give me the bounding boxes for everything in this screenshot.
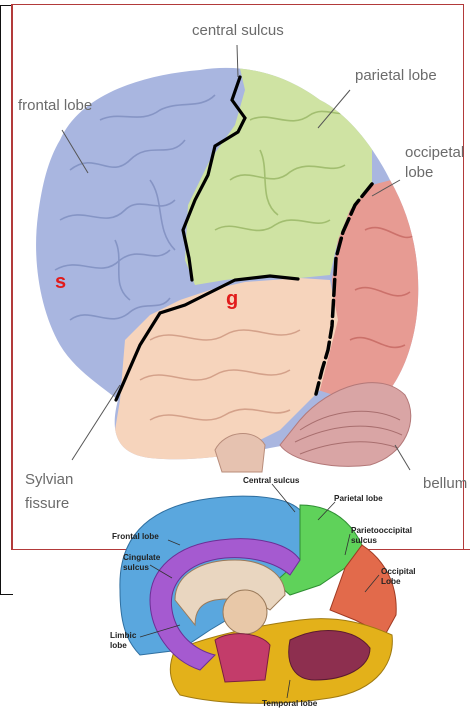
label-limbic-line2: lobe	[110, 641, 127, 650]
marker-g: g	[226, 288, 238, 311]
label-occipetal-line2: lobe	[405, 164, 433, 181]
label-occipital-line2: Lobe	[381, 577, 401, 586]
label-frontal-lobe: frontal lobe	[18, 97, 92, 114]
thalamus-region	[223, 590, 267, 634]
label-parieto-line2: sulcus	[351, 536, 377, 545]
label-cerebellum: bellum	[423, 475, 467, 492]
marker-s: s	[55, 271, 66, 294]
label-medial-frontal-lobe: Frontal lobe	[112, 532, 159, 541]
label-parietal-lobe: parietal lobe	[355, 67, 437, 84]
medial-brain-illustration	[120, 484, 396, 703]
label-occipetal-line1: occipetal	[405, 144, 464, 161]
label-sylvian-line2: fissure	[25, 495, 69, 512]
label-occipital-line1: Occipital	[381, 567, 416, 576]
label-medial-parietal-lobe: Parietal lobe	[334, 494, 383, 503]
label-cingulate-line2: sulcus	[123, 563, 149, 572]
medial-brainstem-region	[215, 634, 270, 682]
label-sylvian-line1: Sylvian	[25, 471, 73, 488]
label-cingulate-line1: Cingulate	[123, 553, 160, 562]
label-medial-temporal-lobe: Temporal lobe	[262, 699, 317, 708]
label-medial-central-sulcus: Central sulcus	[243, 476, 299, 485]
label-central-sulcus: central sulcus	[192, 22, 284, 39]
label-limbic-line1: Limbic	[110, 631, 136, 640]
label-parieto-line1: Parietooccipital	[351, 526, 412, 535]
